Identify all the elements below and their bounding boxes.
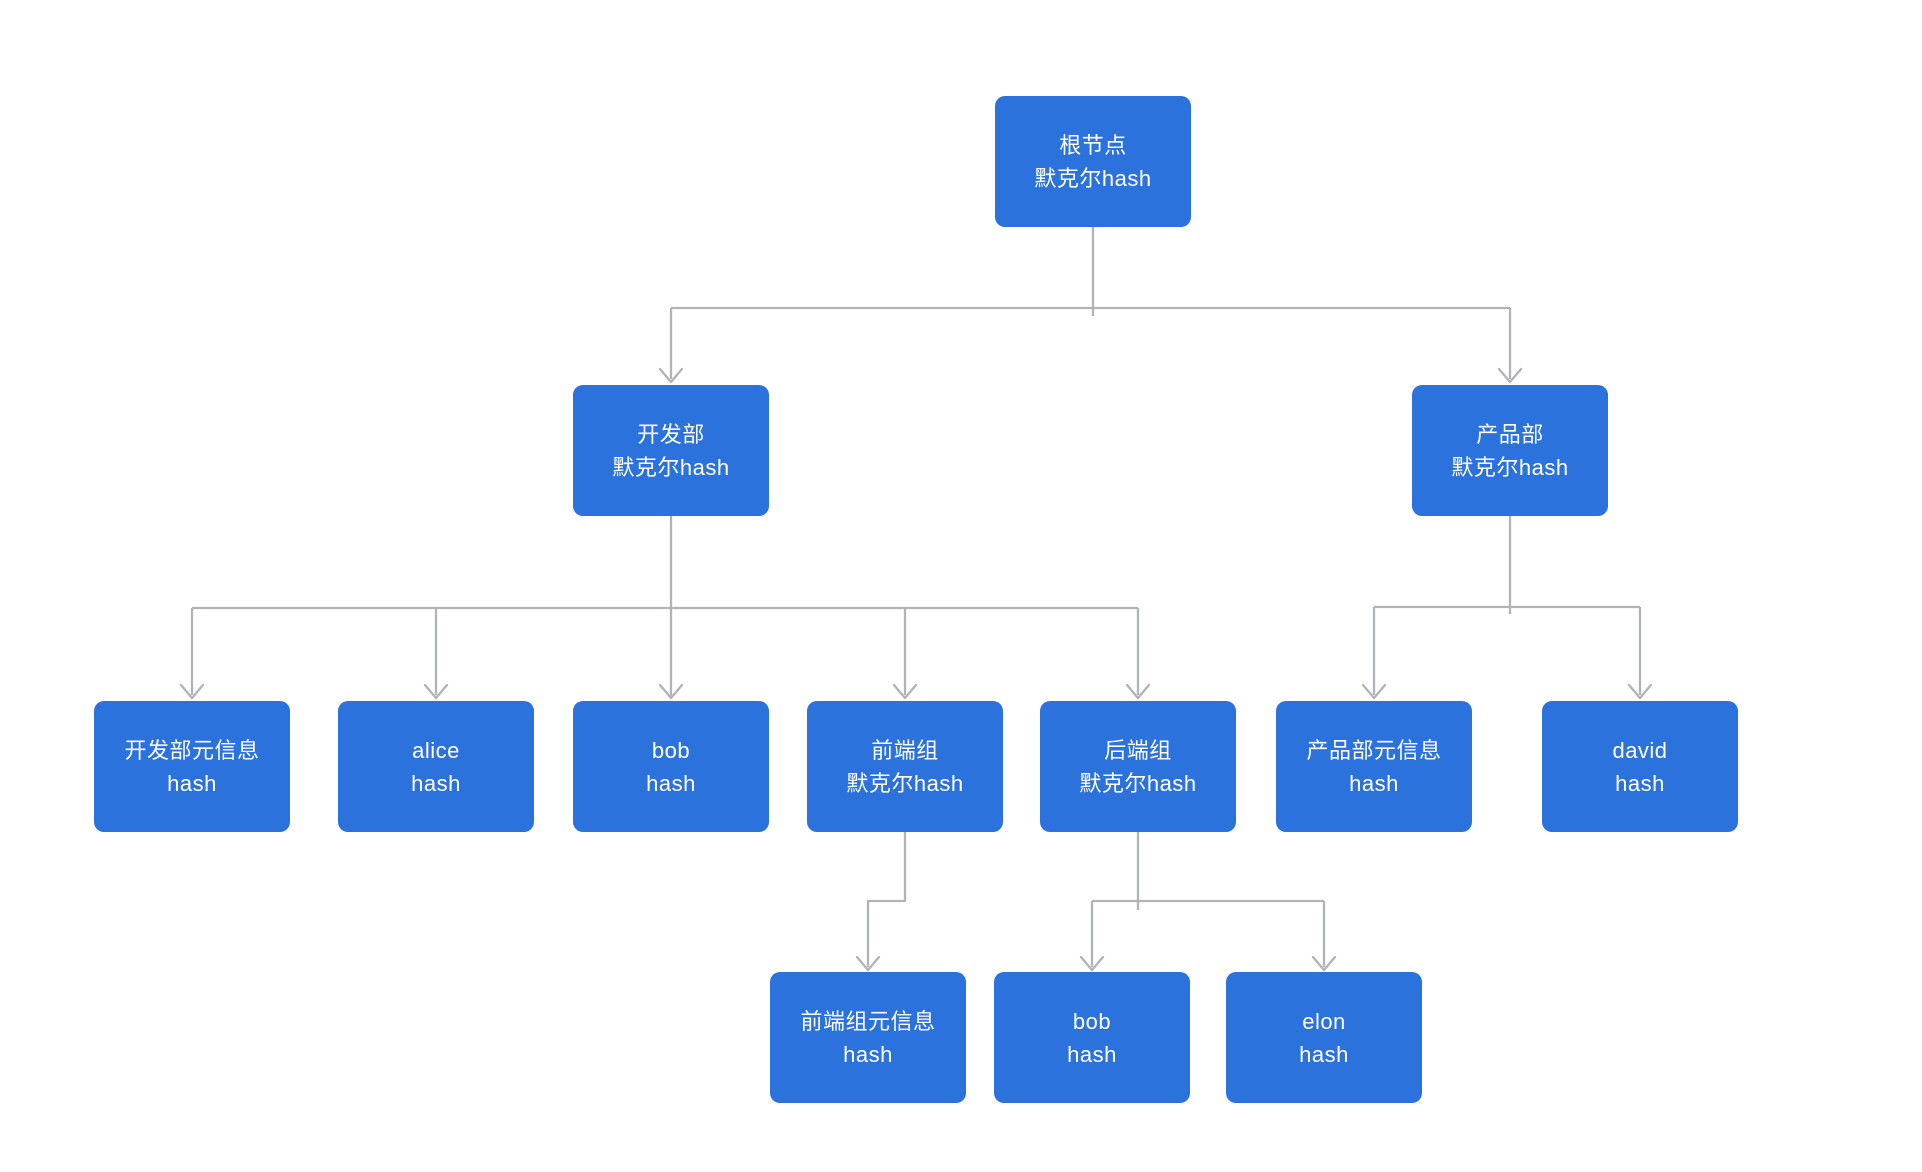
node-dev-meta: 开发部元信息 hash [94, 701, 290, 832]
edge-frontend-group-to-meta [855, 832, 907, 972]
arrowhead [179, 683, 205, 700]
node-product-meta-label: 产品部元信息 [1306, 737, 1442, 763]
node-bob-hash-label: hash [646, 770, 696, 796]
node-dev-dept-hash-label: 默克尔hash [612, 454, 730, 480]
arrowhead [1627, 683, 1653, 700]
node-alice-label: alice [412, 737, 460, 763]
node-bob-backend-hash-label: hash [1067, 1041, 1117, 1067]
node-frontend-group-hash-label: 默克尔hash [846, 770, 964, 796]
node-backend-group: 后端组 默克尔hash [1040, 701, 1236, 832]
node-backend-group-hash-label: 默克尔hash [1079, 770, 1197, 796]
edge-dev-dept-to-children [179, 516, 1151, 700]
node-frontend-meta: 前端组元信息 hash [770, 972, 966, 1103]
arrowhead [1079, 955, 1105, 972]
node-elon: elon hash [1226, 972, 1422, 1103]
node-alice: alice hash [338, 701, 534, 832]
node-root-label: 根节点 [1059, 132, 1127, 158]
node-backend-group-label: 后端组 [1104, 737, 1172, 763]
node-elon-label: elon [1302, 1008, 1346, 1034]
arrowhead [1361, 683, 1387, 700]
node-product-dept: 产品部 默克尔hash [1412, 385, 1608, 516]
node-dev-dept-label: 开发部 [637, 421, 705, 447]
arrowhead [1497, 367, 1523, 384]
node-product-dept-hash-label: 默克尔hash [1451, 454, 1569, 480]
node-frontend-group-label: 前端组 [871, 737, 939, 763]
node-david-label: david [1612, 737, 1668, 763]
node-david: david hash [1542, 701, 1738, 832]
node-frontend-meta-hash-label: hash [843, 1041, 893, 1067]
node-root: 根节点 默克尔hash [995, 96, 1191, 227]
node-product-meta: 产品部元信息 hash [1276, 701, 1472, 832]
edge-root-to-departments [658, 227, 1523, 384]
node-alice-hash-label: hash [411, 770, 461, 796]
node-frontend-meta-label: 前端组元信息 [800, 1008, 936, 1034]
arrowhead [423, 683, 449, 700]
node-david-hash-label: hash [1615, 770, 1665, 796]
arrowhead [892, 683, 918, 700]
arrowhead [658, 683, 684, 700]
node-bob: bob hash [573, 701, 769, 832]
node-dev-meta-label: 开发部元信息 [124, 737, 260, 763]
node-bob-label: bob [651, 737, 691, 763]
node-elon-hash-label: hash [1299, 1041, 1349, 1067]
arrowhead [1125, 683, 1151, 700]
arrowhead [855, 955, 881, 972]
node-bob-backend-label: bob [1072, 1008, 1112, 1034]
node-dev-meta-hash-label: hash [167, 770, 217, 796]
node-product-meta-hash-label: hash [1349, 770, 1399, 796]
arrowhead [658, 367, 684, 384]
node-product-dept-label: 产品部 [1476, 421, 1544, 447]
arrowhead [1311, 955, 1337, 972]
node-dev-dept: 开发部 默克尔hash [573, 385, 769, 516]
node-root-hash-label: 默克尔hash [1034, 165, 1152, 191]
edge-backend-group-to-children [1079, 832, 1337, 972]
node-bob-backend: bob hash [994, 972, 1190, 1103]
edge-product-dept-to-children [1361, 516, 1653, 700]
node-frontend-group: 前端组 默克尔hash [807, 701, 1003, 832]
